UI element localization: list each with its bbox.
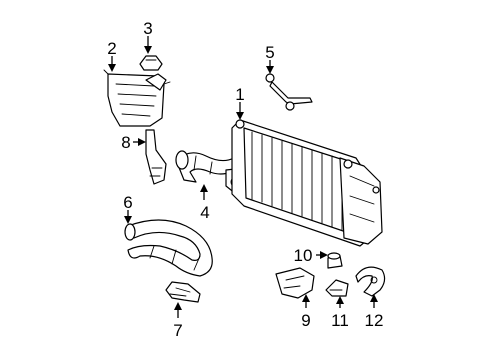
callout-1: 1	[235, 85, 244, 104]
grommet	[327, 252, 343, 269]
callout-8: 8	[121, 133, 130, 152]
side-bracket	[355, 266, 386, 297]
callout-2: 2	[107, 39, 116, 58]
hose-clip	[165, 281, 201, 303]
callout-5: 5	[265, 43, 274, 62]
callout-9: 9	[301, 311, 310, 330]
small-hose	[145, 129, 167, 185]
overflow-hose	[265, 73, 313, 111]
reservoir-cap	[139, 55, 163, 71]
coolant-reservoir	[103, 69, 171, 127]
leader-lines	[108, 36, 378, 318]
mount-bracket	[275, 267, 315, 299]
callout-6: 6	[123, 193, 132, 212]
callout-10: 10	[294, 246, 313, 265]
callout-4: 4	[200, 203, 209, 222]
radiator	[231, 119, 383, 247]
callout-7: 7	[173, 321, 182, 340]
lower-radiator-hose	[124, 219, 213, 277]
callout-3: 3	[143, 19, 152, 38]
insulator	[325, 279, 349, 297]
callout-12: 12	[365, 311, 384, 330]
callout-11: 11	[331, 311, 349, 330]
